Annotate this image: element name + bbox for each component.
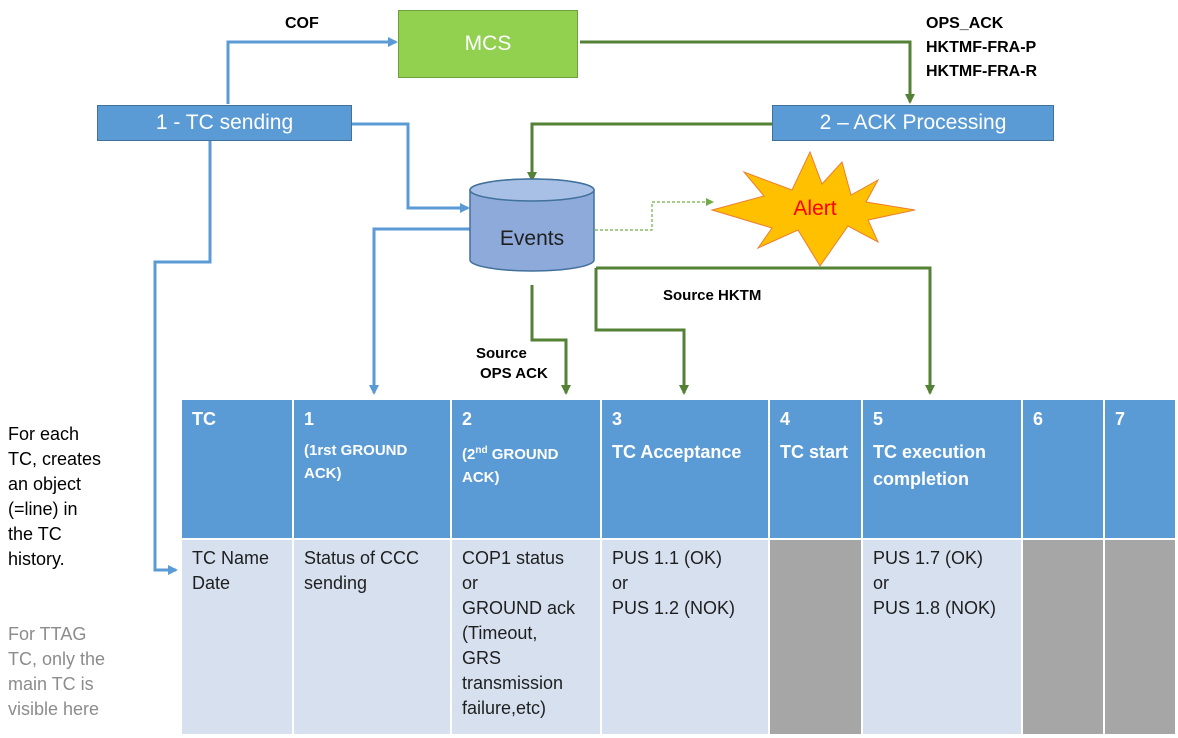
arrow-tc-to-mcs [226, 37, 398, 104]
note-line: main TC is [8, 674, 94, 694]
source-ops-ack-line1: Source [476, 345, 527, 362]
source-ops-ack-line2: OPS ACK [480, 365, 548, 382]
source-ops-ack-label: Source OPS ACK [476, 344, 548, 384]
arrow-events-to-col1 [369, 227, 470, 395]
events-label: Events [499, 227, 565, 250]
cell-line: GRS [462, 648, 502, 668]
note-line: (=line) in [8, 499, 78, 519]
header-number: 2 [462, 409, 473, 429]
cell-col2: COP1 status or GROUND ack (Timeout, GRS … [450, 538, 602, 736]
mcs-label: MCS [464, 32, 512, 55]
header-col1: 1 (1rst GROUND ACK) [292, 398, 452, 540]
hktmf-fra-r-label: HKTMF-FRA-R [926, 63, 1038, 80]
cell-col4 [768, 538, 863, 736]
cell-col6 [1021, 538, 1105, 736]
header-number: 6 [1033, 409, 1044, 429]
header-col7: 7 [1103, 398, 1177, 540]
cell-col3: PUS 1.1 (OK) or PUS 1.2 (NOK) [600, 538, 770, 736]
header-number: TC [192, 409, 216, 429]
cell-col5: PUS 1.7 (OK) or PUS 1.8 (NOK) [861, 538, 1023, 736]
tc-history-table: TC 1 (1rst GROUND ACK) 2 (2nd GROUND ACK… [180, 398, 1177, 736]
note-line: the TC [8, 524, 62, 544]
note-line: For TTAG [8, 624, 87, 644]
header-text: TC start [780, 442, 849, 462]
table-header-row: TC 1 (1rst GROUND ACK) 2 (2nd GROUND ACK… [180, 398, 1177, 540]
ops-ack-label: OPS_ACK [926, 15, 1004, 32]
cell-line: sending [304, 573, 368, 593]
header-col2: 2 (2nd GROUND ACK) [450, 398, 602, 540]
cell-line: COP1 status [462, 548, 565, 568]
ttag-note: For TTAG TC, only the main TC is visible… [8, 622, 133, 722]
note-line: TC, only the [8, 649, 106, 669]
note-line: an object [8, 474, 82, 494]
note-line: For each [8, 424, 80, 444]
cell-line: or [612, 573, 629, 593]
arrow-events-to-col2 [530, 285, 571, 395]
cell-line: or [462, 573, 479, 593]
header-text: TC Acceptance [612, 442, 742, 462]
cell-line: transmission [462, 673, 564, 693]
header-number: 7 [1115, 409, 1126, 429]
cell-line: GROUND ack [462, 598, 576, 618]
cell-line: (Timeout, [462, 623, 538, 643]
tc-sending-box: 1 - TC sending [97, 105, 352, 141]
arrow-tc-to-history [153, 140, 212, 575]
cell-line: PUS 1.2 (NOK) [612, 598, 736, 618]
arrow-events-to-col5 [596, 266, 935, 395]
arrow-events-to-col3 [594, 268, 689, 395]
alert-label: Alert [793, 197, 837, 220]
mcs-box: MCS [398, 10, 578, 78]
header-tc: TC [180, 398, 294, 540]
arrow-ack-to-events [527, 122, 772, 182]
header-text: TC execution completion [873, 442, 987, 489]
cell-line: or [873, 573, 890, 593]
ack-processing-label: 2 – ACK Processing [819, 111, 1007, 134]
cell-line: PUS 1.7 (OK) [873, 548, 984, 568]
cell-tc: TC Name Date [180, 538, 294, 736]
cell-line: Status of CCC [304, 548, 420, 568]
note-line: TC, creates [8, 449, 102, 469]
header-text: (2nd GROUND ACK) [462, 445, 559, 486]
header-number: 5 [873, 409, 884, 429]
cell-line: failure,etc) [462, 698, 547, 718]
header-number: 1 [304, 409, 315, 429]
hktmf-fra-p-label: HKTMF-FRA-P [926, 39, 1037, 56]
cof-label: COF [285, 15, 319, 32]
ops-ack-labels: OPS_ACK HKTMF-FRA-P HKTMF-FRA-R [926, 12, 1037, 84]
arrow-tc-to-events [352, 122, 470, 213]
arrow-mcs-to-ack [580, 40, 915, 104]
alert-burst [710, 150, 916, 267]
each-tc-note: For each TC, creates an object (=line) i… [8, 422, 133, 572]
header-text: (1rst GROUND ACK) [304, 442, 408, 482]
arrow-events-to-alert [595, 198, 714, 231]
header-col6: 6 [1021, 398, 1105, 540]
source-hktm-label: Source HKTM [663, 287, 762, 304]
ack-processing-box: 2 – ACK Processing [772, 105, 1054, 141]
header-col3: 3 TC Acceptance [600, 398, 770, 540]
cell-col7 [1103, 538, 1177, 736]
note-line: history. [8, 549, 65, 569]
note-line: visible here [8, 699, 100, 719]
cell-col1: Status of CCC sending [292, 538, 452, 736]
header-col5: 5 TC execution completion [861, 398, 1023, 540]
cell-line: Date [192, 573, 231, 593]
header-number: 4 [780, 409, 791, 429]
cell-line: TC Name [192, 548, 270, 568]
cell-line: PUS 1.1 (OK) [612, 548, 723, 568]
table-row: TC Name Date Status of CCC sending COP1 … [180, 538, 1177, 736]
cell-line: PUS 1.8 (NOK) [873, 598, 997, 618]
tc-sending-label: 1 - TC sending [155, 111, 294, 134]
header-number: 3 [612, 409, 623, 429]
events-cylinder [469, 178, 595, 272]
header-col4: 4 TC start [768, 398, 863, 540]
